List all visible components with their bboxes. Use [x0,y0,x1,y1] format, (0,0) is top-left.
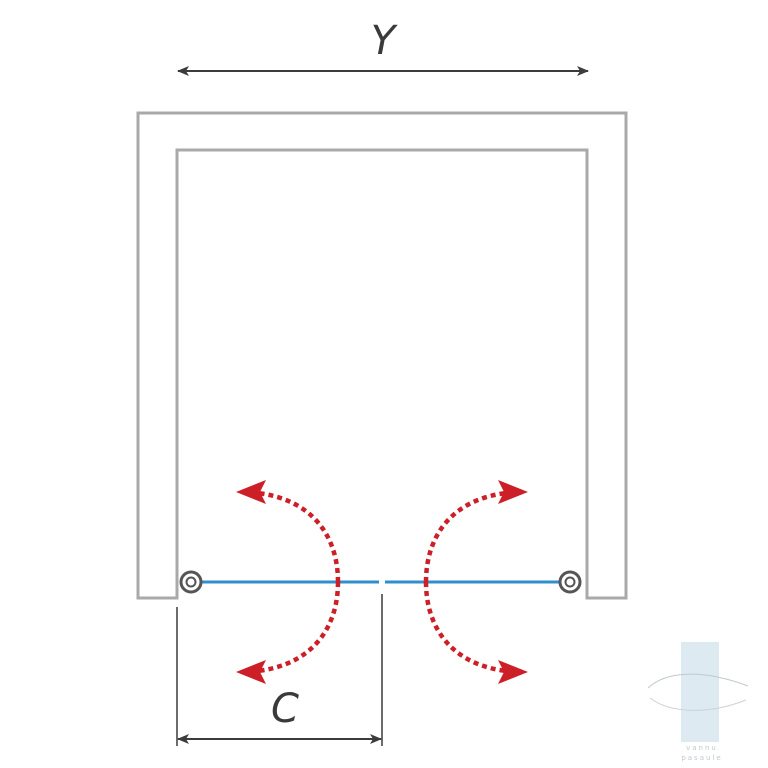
swing-arrow-icon [236,480,341,583]
width-dimension-label: Y [371,18,399,64]
swing-arrow-icon [423,581,528,684]
swing-arrow-icon [423,480,528,583]
hinge-icon [558,570,582,594]
watermark-text-line1: vannu [686,744,718,752]
door-dimension-label: C [271,686,299,732]
hinge-icon [179,570,203,594]
watermark-logo: vannu pasaule [647,642,749,762]
swing-arrow-icon [236,581,341,684]
watermark-text-line2: pasaule [681,754,722,762]
enclosure-walls [136,111,628,600]
